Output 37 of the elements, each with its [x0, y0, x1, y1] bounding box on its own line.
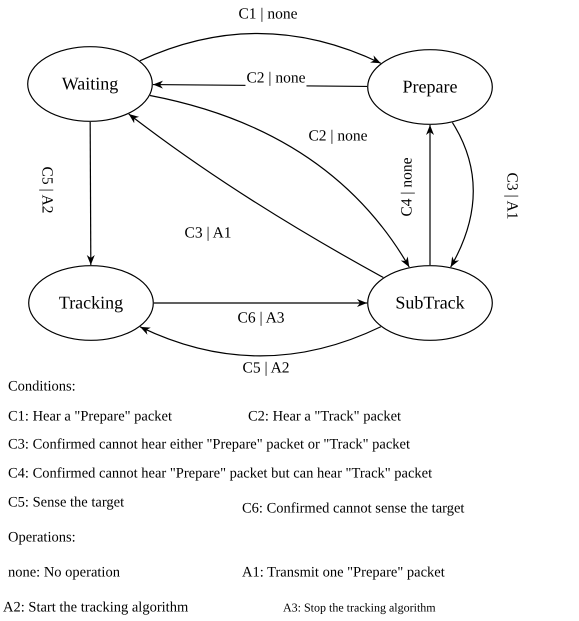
- transition-arrow: [426, 125, 434, 265]
- transition-arrow: [140, 32, 382, 64]
- state-name: Waiting: [62, 74, 118, 94]
- edge-label: C1 | none: [237, 6, 299, 22]
- transition-arrow: [154, 299, 367, 307]
- edge-label: C2 | none: [307, 128, 369, 144]
- legend-note: C3: Confirmed cannot hear either "Prepare" packet or "Track" packet: [8, 436, 410, 454]
- edge-label: C6 | A3: [236, 310, 286, 326]
- legend-note: C5: Sense the target: [8, 494, 124, 512]
- legend-note: A3: Stop the tracking algorithm: [283, 600, 436, 616]
- transition-arrow: [140, 326, 382, 356]
- state-name: Tracking: [58, 292, 124, 314]
- state-ellipse: [27, 46, 153, 122]
- legend-note: Operations:: [8, 530, 76, 546]
- state-ellipse: [367, 49, 493, 125]
- legend-note: C6: Confirmed cannot sense the target: [242, 500, 464, 518]
- legend-note: A1: Transmit one "Prepare" packet: [242, 564, 445, 582]
- transition-arrow: [86, 122, 95, 265]
- edge-label: C5 | A2: [38, 165, 56, 215]
- transition-arrow: [128, 114, 384, 278]
- legend-note: C1: Hear a "Prepare" packet: [8, 408, 172, 426]
- legend-note: Conditions:: [8, 378, 76, 396]
- legend-note: none: No operation: [8, 564, 120, 582]
- state-ellipse: [28, 265, 154, 341]
- state-name: SubTrack: [395, 292, 465, 314]
- legend-note: C2: Hear a "Track" packet: [248, 408, 402, 426]
- legend-note: C4: Confirmed cannot hear "Prepare" packet but can hear "Track" packet: [8, 466, 432, 482]
- state-ellipse: [367, 265, 493, 341]
- edge-label: C3 | A1: [183, 224, 233, 242]
- transition-arrow: [150, 94, 410, 268]
- edge-label: C2 | none: [245, 70, 307, 86]
- legend-note: A2: Start the tracking algorithm: [3, 600, 188, 616]
- state-name: Prepare: [402, 76, 458, 98]
- edge-label: C5 | A2: [241, 360, 291, 376]
- transition-arrow: [450, 122, 474, 268]
- edge-label: C3 | A1: [504, 171, 520, 221]
- edge-label: C4 | none: [398, 156, 416, 218]
